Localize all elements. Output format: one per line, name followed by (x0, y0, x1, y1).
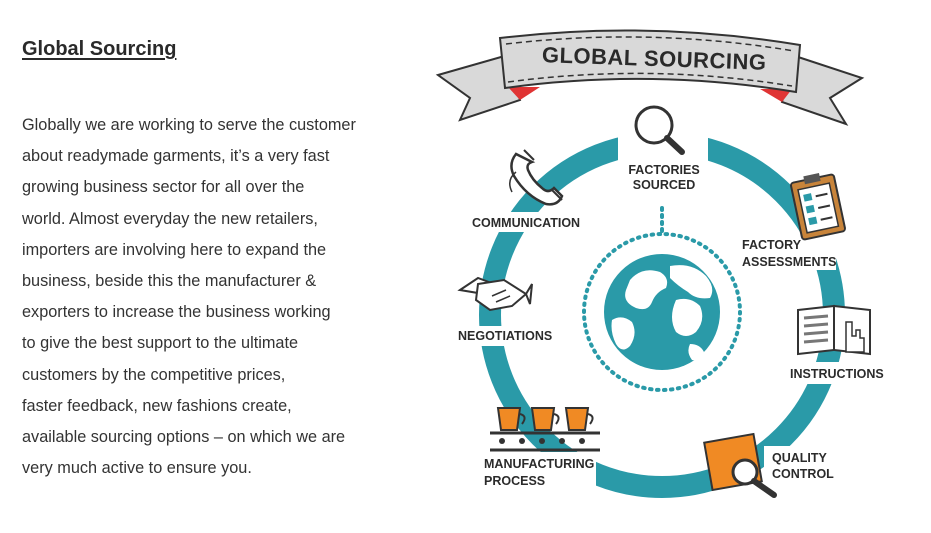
globe-continents (611, 265, 713, 361)
ring-gap-assessments (740, 232, 836, 270)
body-line: to give the best support to the ultimate (22, 334, 299, 353)
conveyor-cups-icon (490, 407, 600, 452)
body-line: customers by the competitive prices, (22, 365, 286, 384)
center-globe-group (582, 206, 742, 392)
banner-main (498, 29, 802, 94)
banner-left-tail (435, 53, 522, 122)
banner-stitch-top (505, 36, 795, 52)
center-dotted-circle (582, 232, 742, 392)
magnifier-icon (634, 105, 685, 155)
label-communication: COMMUNICATION (472, 216, 580, 230)
clipboard-icon (790, 173, 846, 241)
body-line: very much active to ensure you. (22, 459, 252, 478)
body-line: world. Almost everyday the new retailers… (22, 209, 318, 228)
handshake-icon (457, 276, 533, 312)
label-manufacturing-2: PROCESS (484, 474, 545, 488)
banner-left-fold (508, 87, 540, 100)
label-manufacturing-1: MANUFACTURING (484, 457, 594, 471)
ring-gap-communication (470, 212, 584, 232)
body-line: available sourcing options – on which we… (22, 428, 346, 447)
label-factories-sourced-1: FACTORIES (628, 163, 699, 177)
article-body: Globally we are working to serve the cus… (22, 110, 390, 484)
body-line: business, beside this the manufacturer & (22, 272, 317, 291)
body-line: Globally we are working to serve the cus… (22, 116, 356, 134)
label-factory-assessments-2: ASSESSMENTS (742, 255, 836, 269)
banner-ribbon: GLOBAL SOURCING (435, 29, 865, 126)
page-title: Global Sourcing (22, 38, 177, 60)
ring-gap-manufacturing (480, 452, 596, 490)
banner-right-fold (760, 89, 792, 102)
label-quality-control-2: CONTROL (772, 467, 834, 481)
body-line: exporters to increase the business worki… (22, 303, 331, 322)
label-quality-control-1: QUALITY (772, 451, 828, 465)
ring-gap-negotiations (455, 326, 551, 346)
body-line: about readymade garments, it’s a very fa… (22, 147, 330, 166)
ring-gap-instructions (788, 362, 884, 384)
ring-gap-quality (764, 446, 834, 484)
label-negotiations: NEGOTIATIONS (458, 329, 552, 343)
book-icon (797, 304, 871, 356)
global-sourcing-diagram: GLOBAL SOURCING FACTORIES SOURCED FACTOR… (435, 29, 884, 498)
body-line: faster feedback, new fashions create, (22, 396, 292, 415)
phone-icon (509, 149, 564, 206)
body-line: importers are involving here to expand t… (22, 240, 327, 259)
banner-stitch-bottom (507, 72, 793, 87)
label-factories-sourced-2: SOURCED (633, 178, 696, 192)
body-line: growing business sector for all over the (22, 178, 305, 197)
quality-magnifier-icon (703, 432, 777, 498)
label-instructions: INSTRUCTIONS (790, 367, 884, 381)
label-factory-assessments-1: FACTORY (742, 238, 802, 252)
